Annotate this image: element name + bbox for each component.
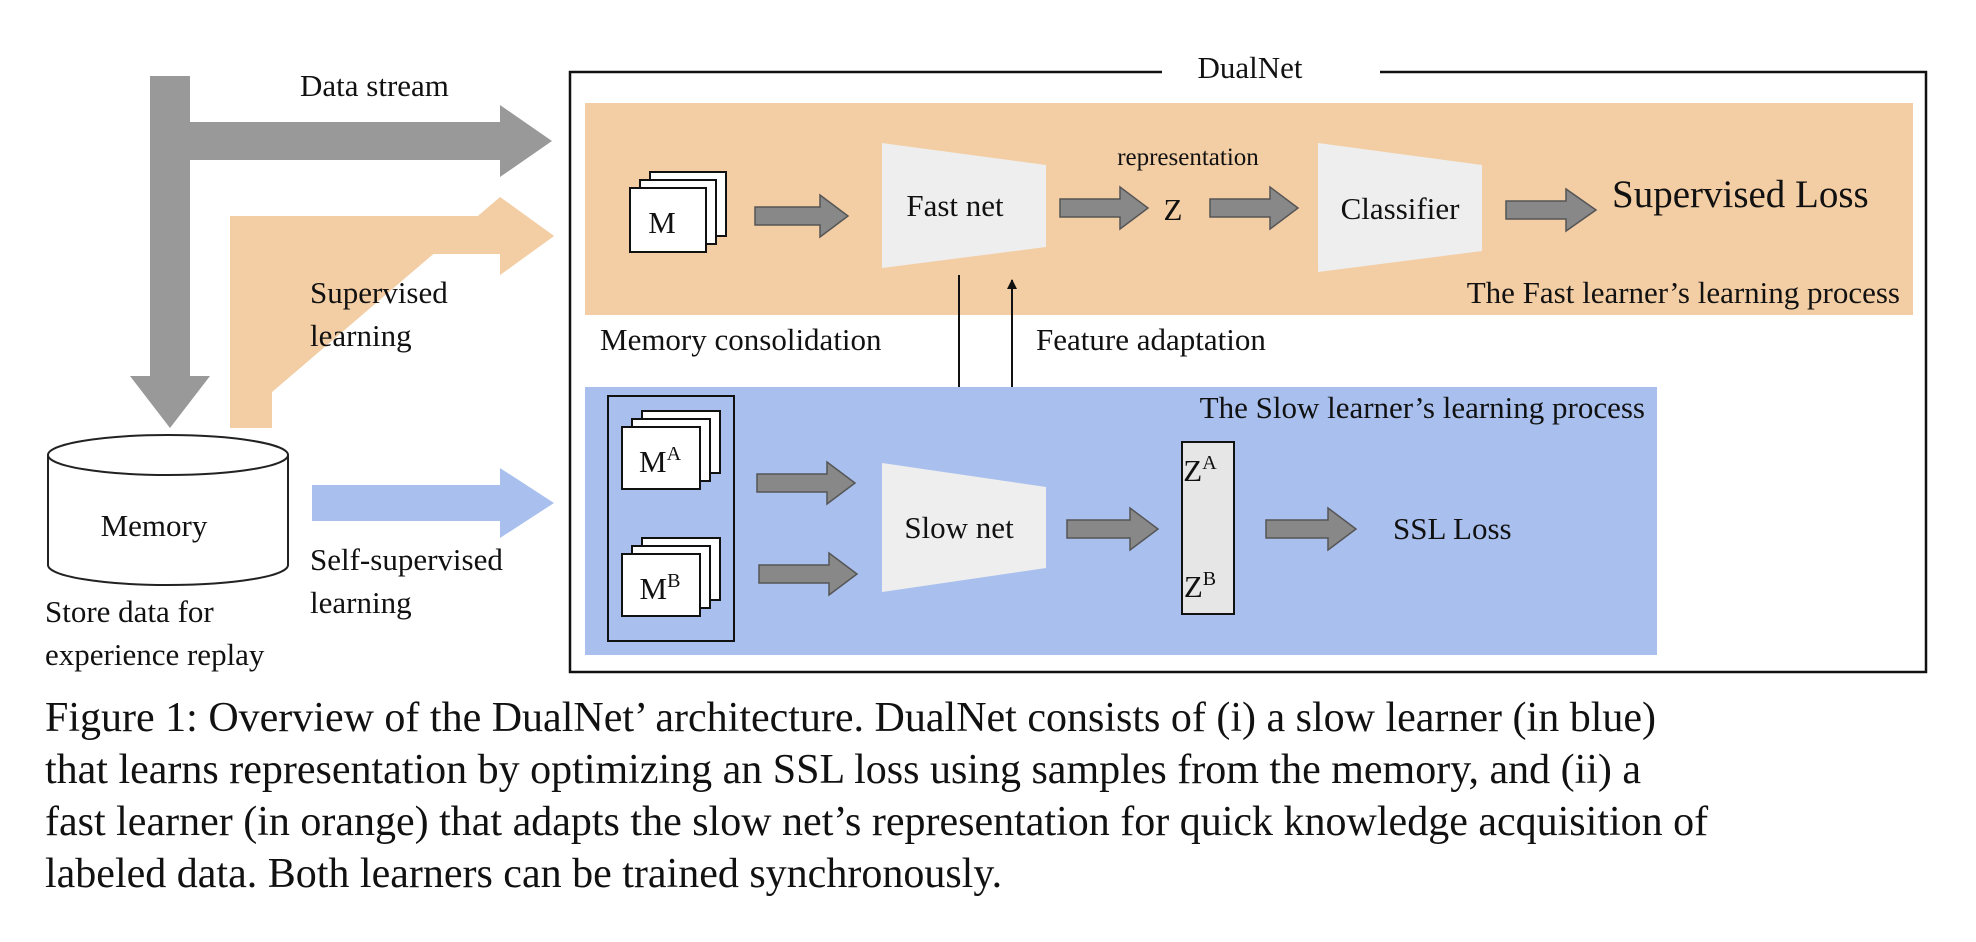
dualnet-title: DualNet	[1197, 50, 1302, 85]
arrow-fast-net-to-z	[1059, 185, 1150, 231]
arrow-mb-to-slow-net	[758, 551, 859, 597]
arrow-z-to-ssl-loss	[1265, 506, 1358, 552]
supervised-loss-label: Supervised Loss	[1612, 173, 1869, 216]
representation-label: representation	[1117, 144, 1259, 171]
self-supervised-label-1: Self-supervised	[310, 542, 503, 577]
fast-learner-process-label: The Fast learner’s learning process	[1467, 275, 1900, 310]
memory-ma-base: M	[639, 444, 667, 479]
memory-mb-label: MB	[640, 570, 681, 606]
memory-ma-label: MA	[639, 443, 682, 479]
caption-line: that learns representation by optimizing…	[45, 747, 1642, 793]
self-supervised-learning-arrow	[312, 468, 554, 538]
feature-adaptation-label: Feature adaptation	[1036, 322, 1266, 357]
dualnet-frame	[568, 70, 1928, 674]
memory-consolidation-label: Memory consolidation	[600, 322, 882, 357]
ssl-loss-label: SSL Loss	[1393, 511, 1512, 546]
z-b-sup: B	[1203, 568, 1216, 590]
arrow-z-to-classifier	[1209, 185, 1300, 231]
supervised-learning-label-1: Supervised	[310, 275, 448, 310]
z-a-label: ZA	[1183, 452, 1217, 488]
self-supervised-label-2: learning	[310, 585, 412, 620]
figure-caption: Figure 1: Overview of the DualNet’ archi…	[45, 692, 1945, 900]
caption-line: Figure 1: Overview of the DualNet’ archi…	[45, 695, 1656, 741]
z-label: Z	[1164, 192, 1183, 227]
arrow-m-to-fast-net	[754, 193, 850, 239]
fast-net-shape	[882, 143, 1046, 268]
data-stream-arrow	[130, 76, 552, 428]
arrow-slow-net-to-z	[1066, 506, 1160, 552]
supervised-learning-label-2: learning	[310, 318, 412, 353]
supervised-learning-arrow	[230, 197, 554, 428]
memory-mb-base: M	[640, 571, 668, 606]
slow-net-shape	[882, 463, 1046, 592]
slow-learner-process-label: The Slow learner’s learning process	[1200, 390, 1645, 425]
arrow-classifier-to-loss	[1505, 187, 1598, 233]
z-a-sup: A	[1202, 452, 1217, 474]
z-a-base: Z	[1183, 453, 1202, 488]
memory-stack-m	[629, 171, 727, 253]
caption-line: fast learner (in orange) that adapts the…	[45, 799, 1709, 845]
memory-stack-ma	[621, 410, 721, 490]
store-data-label-1: Store data for	[45, 594, 214, 629]
memory-pair-frame	[607, 395, 735, 642]
store-data-label-2: experience replay	[45, 637, 265, 672]
dualnet-diagram: Data stream Supervised learning Memory S…	[45, 50, 1928, 674]
z-b-label: ZB	[1184, 568, 1216, 604]
memory-label: Memory	[101, 508, 208, 543]
caption-line: labeled data. Both learners can be train…	[45, 851, 1003, 897]
arrow-ma-to-slow-net	[756, 460, 857, 506]
data-stream-label: Data stream	[300, 68, 449, 103]
memory-stack-m-label: M	[648, 205, 676, 240]
z-b-base: Z	[1184, 569, 1203, 604]
z-pair-box	[1181, 441, 1235, 615]
memory-stack-mb	[621, 537, 721, 617]
memory-ma-sup: A	[667, 443, 682, 465]
memory-mb-sup: B	[667, 570, 680, 592]
slow-net-label: Slow net	[904, 510, 1014, 545]
classifier-shape	[1318, 143, 1482, 272]
fast-net-label: Fast net	[906, 188, 1004, 223]
classifier-label: Classifier	[1341, 191, 1460, 226]
memory-cylinder	[47, 434, 289, 586]
